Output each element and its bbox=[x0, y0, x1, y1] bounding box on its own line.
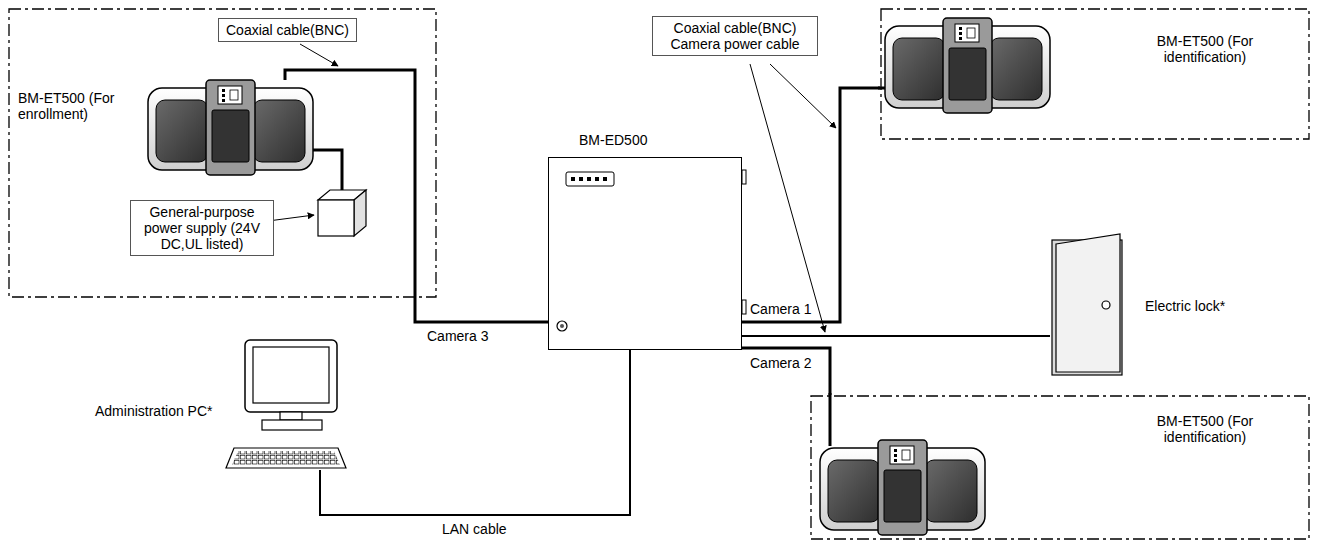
door-illustration bbox=[1052, 234, 1122, 375]
callout-text: Coaxial cable(BNC) Camera power cable bbox=[660, 20, 810, 52]
node-label: Administration PC* bbox=[95, 403, 213, 419]
enrollment-zone: BM-ET500 (For enrollment) Coaxial cable(B… bbox=[8, 8, 437, 298]
electric-lock: Electric lock* bbox=[1050, 232, 1250, 378]
callout-box: General-purpose power supply (24V DC,UL … bbox=[130, 200, 274, 256]
node-label: BM-ET500 (For enrollment) bbox=[18, 90, 118, 122]
leader-line bbox=[750, 64, 825, 332]
controller-box: BM-ED500 bbox=[548, 157, 742, 350]
power-cable bbox=[313, 150, 342, 193]
camera-enrollment bbox=[148, 80, 313, 175]
cable-label: LAN cable bbox=[440, 521, 509, 537]
cable-label: Camera 2 bbox=[748, 355, 813, 371]
callout-text: General-purpose power supply (24V DC,UL … bbox=[138, 204, 266, 252]
node-label: BM-ET500 (For identification) bbox=[1130, 413, 1280, 445]
callout-box: Coaxial cable(BNC) bbox=[218, 18, 357, 42]
region-outline bbox=[880, 8, 1310, 140]
node-label: BM-ET500 (For identification) bbox=[1130, 33, 1280, 65]
node-label: BM-ED500 bbox=[579, 132, 647, 148]
cable bbox=[320, 350, 630, 515]
power-supply-unit bbox=[318, 190, 366, 236]
cable bbox=[742, 88, 880, 322]
cable bbox=[742, 348, 830, 395]
identification-zone: BM-ET500 (For identification) bbox=[880, 8, 1310, 140]
controller-details bbox=[557, 170, 746, 331]
pc-illustration bbox=[226, 340, 346, 468]
leader-line bbox=[770, 64, 836, 128]
admin-pc: Administration PC* bbox=[95, 335, 350, 470]
callout-text: Coaxial cable(BNC) bbox=[226, 22, 349, 38]
leader-line bbox=[268, 215, 314, 221]
leader-line bbox=[300, 44, 338, 66]
cable bbox=[742, 335, 1050, 337]
cable-label: Camera 1 bbox=[748, 301, 813, 317]
cable bbox=[415, 298, 548, 322]
coaxial-cable bbox=[829, 393, 832, 446]
identification-zone: BM-ET500 (For identification) bbox=[810, 395, 1310, 540]
camera-identification bbox=[820, 440, 985, 535]
cable-label: Camera 3 bbox=[425, 328, 490, 344]
node-label: Electric lock* bbox=[1145, 298, 1225, 314]
camera-identification bbox=[885, 18, 1050, 113]
callout-box: Coaxial cable(BNC) Camera power cable bbox=[652, 16, 818, 56]
